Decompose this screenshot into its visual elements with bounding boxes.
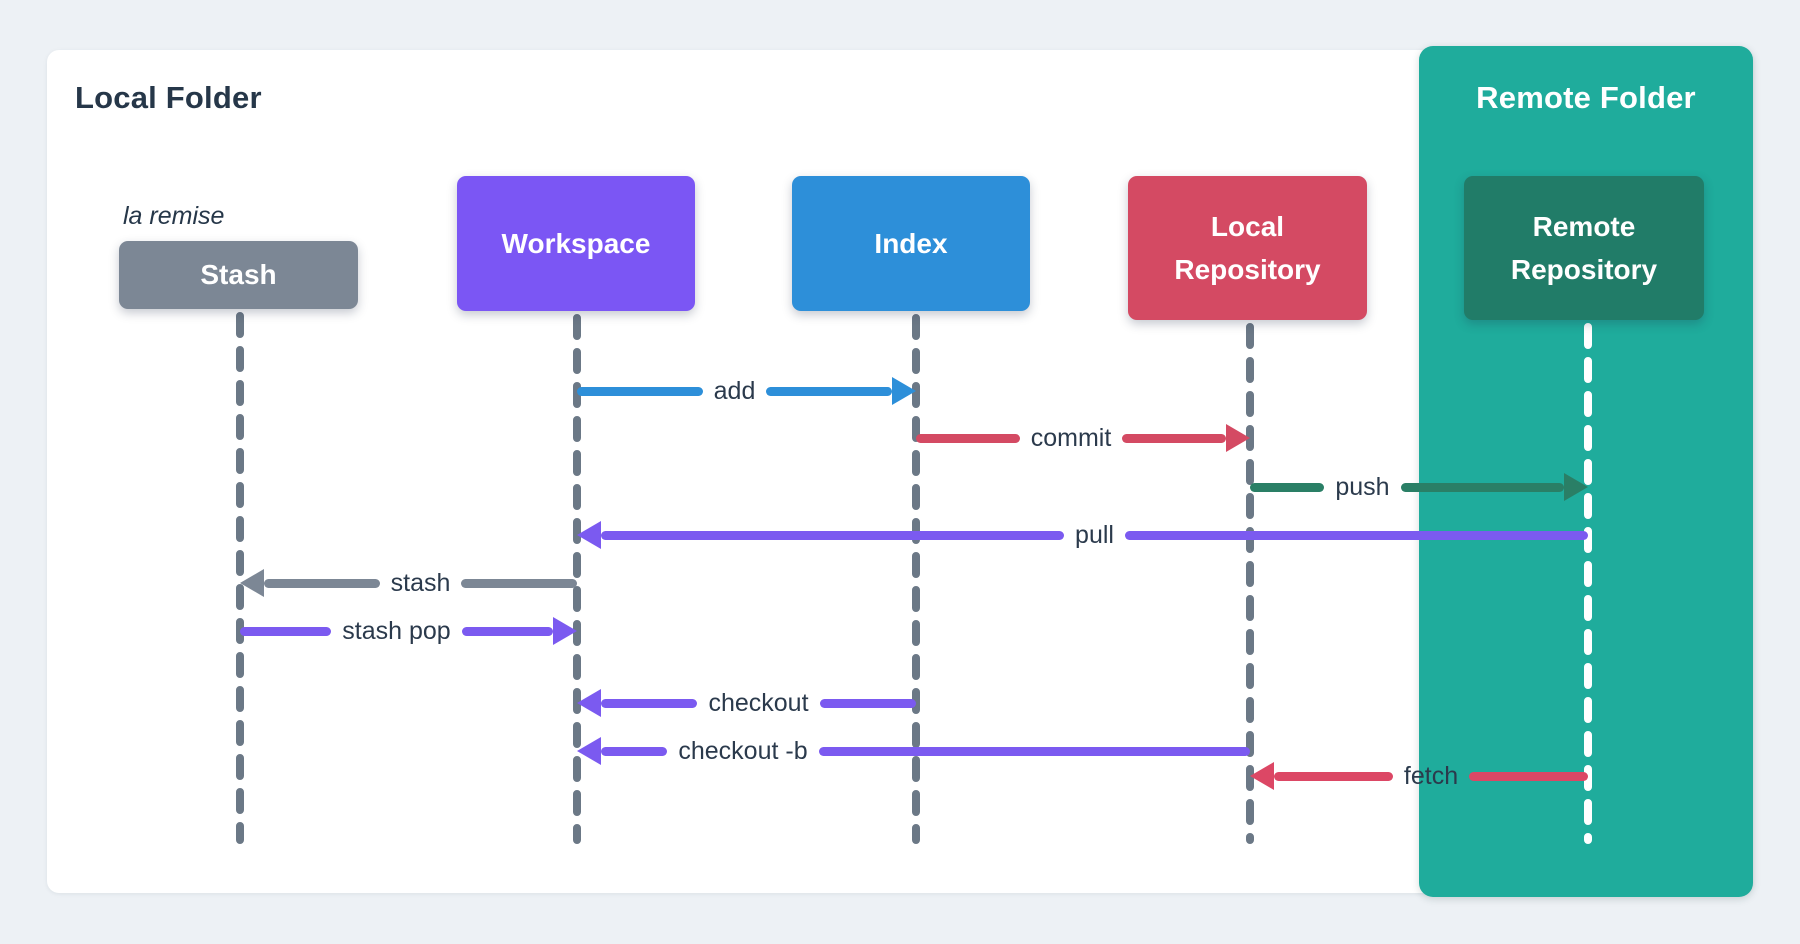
arrow-label: commit — [1030, 423, 1112, 452]
arrow-line — [1122, 433, 1226, 443]
actor-label: Workspace — [501, 227, 651, 259]
arrowhead-icon — [577, 521, 601, 549]
arrow-line — [240, 626, 332, 636]
arrow-checkout: checkout — [577, 687, 916, 719]
arrow-label: stash — [390, 568, 451, 597]
arrow-push: push — [1250, 471, 1588, 503]
arrow-line — [819, 698, 916, 708]
arrow-stash-pop: stash pop — [240, 615, 578, 647]
arrow-line — [1250, 482, 1325, 492]
arrow-line — [1469, 771, 1589, 781]
arrow-checkout-b: checkout -b — [577, 735, 1250, 767]
actor-box-workspace: Workspace — [457, 176, 695, 311]
remote-folder-title: Remote Folder — [1476, 80, 1696, 115]
arrow-stash: stash — [240, 567, 578, 599]
arrowhead-icon — [240, 569, 264, 597]
arrow-label: checkout — [708, 688, 809, 717]
arrow-line — [1400, 482, 1564, 492]
arrowhead-icon — [1226, 424, 1250, 452]
arrow-line — [601, 530, 1065, 540]
arrow-line — [1274, 771, 1393, 781]
stash-caption: la remise — [123, 202, 225, 230]
arrow-add: add — [577, 375, 916, 407]
arrow-commit: commit — [916, 422, 1250, 454]
arrow-label: stash pop — [342, 616, 451, 645]
arrow-label: fetch — [1403, 761, 1459, 790]
actor-box-index: Index — [792, 176, 1030, 311]
arrow-line — [601, 698, 698, 708]
arrow-label: checkout -b — [678, 736, 808, 765]
actor-label: Index — [874, 227, 948, 259]
actor-label: Repository — [1174, 254, 1321, 285]
arrow-fetch: fetch — [1250, 760, 1589, 792]
arrowhead-icon — [892, 377, 916, 405]
arrow-label: add — [713, 376, 756, 405]
arrow-line — [461, 578, 578, 588]
arrow-pull: pull — [577, 519, 1589, 551]
arrow-line — [766, 386, 892, 396]
arrow-label: push — [1335, 472, 1390, 501]
arrowhead-icon — [1564, 473, 1588, 501]
actor-label: Remote — [1532, 210, 1636, 242]
actor-label: Local — [1210, 210, 1285, 242]
arrow-line — [601, 746, 668, 756]
arrow-line — [818, 746, 1250, 756]
arrow-line — [461, 626, 554, 636]
arrow-line — [1124, 530, 1589, 540]
arrowhead-icon — [577, 689, 601, 717]
arrowhead-icon — [577, 737, 601, 765]
actor-box-stash: Stash — [119, 241, 358, 309]
arrow-label: pull — [1075, 520, 1114, 549]
arrowhead-icon — [553, 617, 578, 645]
actor-label: Repository — [1510, 254, 1658, 285]
local-folder-title: Local Folder — [75, 80, 262, 115]
arrowhead-icon — [1250, 762, 1274, 790]
arrow-line — [264, 578, 380, 588]
actor-label: Stash — [200, 259, 277, 291]
arrow-line — [577, 386, 703, 396]
arrow-line — [916, 433, 1020, 443]
